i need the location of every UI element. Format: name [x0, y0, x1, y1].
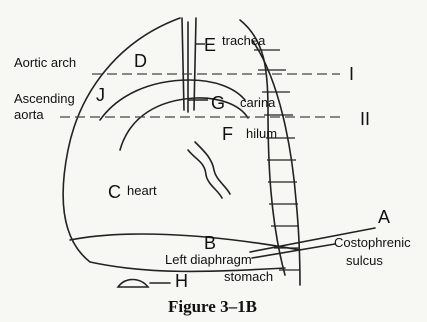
annotation-carina: carina: [240, 96, 275, 109]
annotation-aortic-arch: Aortic arch: [14, 56, 76, 69]
label-ii: II: [360, 110, 370, 128]
label-e: E: [204, 36, 216, 54]
label-b: B: [204, 234, 216, 252]
diaphragm-line: [70, 234, 300, 250]
label-c: C: [108, 183, 121, 201]
annotation-trachea: trachea: [222, 34, 265, 47]
annotation-heart: heart: [127, 184, 157, 197]
trachea-right-wall: [194, 18, 196, 110]
label-g: G: [211, 94, 225, 112]
hilum-marking-1: [188, 150, 222, 198]
chest-outline: [63, 18, 285, 271]
annotation-costophrenic-line1: Costophrenic: [334, 236, 411, 249]
label-i: I: [349, 65, 354, 83]
annotation-stomach: stomach: [224, 270, 273, 283]
costophrenic-pointer-2: [252, 244, 335, 258]
annotation-left-diaphragm: Left diaphragm: [165, 253, 252, 266]
label-a: A: [378, 208, 390, 226]
label-h: H: [175, 272, 188, 290]
stomach-bubble: [118, 280, 148, 288]
label-j: J: [96, 86, 105, 104]
annotation-costophrenic-line2: sulcus: [346, 254, 383, 267]
label-d: D: [134, 52, 147, 70]
label-f: F: [222, 125, 233, 143]
annotation-ascending-aorta-line1: Ascending: [14, 92, 75, 105]
annotation-ascending-aorta-line2: aorta: [14, 108, 44, 121]
annotation-hilum: hilum: [246, 127, 277, 140]
trachea-left-wall: [182, 18, 184, 110]
figure-caption: Figure 3–1B: [168, 298, 257, 315]
